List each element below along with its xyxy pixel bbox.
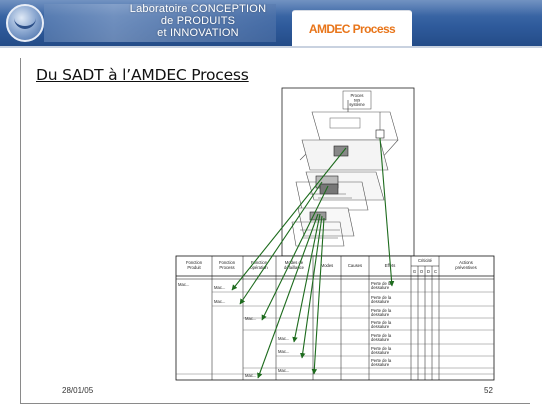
sadt-box-label: Proces — [350, 93, 363, 98]
content-frame — [20, 58, 530, 404]
banner-background-image — [44, 4, 276, 42]
table-header-d: D — [427, 269, 430, 274]
svg-text:dessalure: dessalure — [371, 285, 390, 290]
table-header-modes-defaillance: Modes de — [285, 260, 304, 265]
table-header-c: C — [434, 269, 437, 274]
slide-title: Du SADT à l’AMDEC Process — [36, 66, 249, 84]
slide-date: 28/01/05 — [62, 386, 94, 395]
table-cell: Mac... — [278, 349, 289, 354]
page-number: 52 — [484, 386, 493, 395]
svg-text:préventives: préventives — [455, 265, 476, 270]
lab-name-line3: et INNOVATION — [157, 27, 239, 39]
table-header-fonction-produit: Fonction — [186, 260, 203, 265]
section-tab: AMDEC Process — [292, 10, 412, 46]
svg-text:Perte de la: Perte de la — [371, 295, 392, 300]
table-header-criticite: Criticité — [418, 258, 433, 263]
table-header-g: G — [413, 269, 416, 274]
svg-text:Perte de la: Perte de la — [371, 281, 392, 286]
lab-name: Laboratoire CONCEPTION de PRODUITS et IN… — [98, 3, 298, 39]
header-banner: Laboratoire CONCEPTION de PRODUITS et IN… — [0, 0, 542, 46]
table-header-actions: Actions — [459, 260, 473, 265]
table-cell: Mac... — [278, 336, 289, 341]
svg-text:Perte de la: Perte de la — [371, 308, 392, 313]
amdec-table: Fonction Produit Fonction Process Foncti… — [175, 255, 495, 381]
table-header-fonction-operation: Fonction — [251, 260, 268, 265]
table-header-o: O — [420, 269, 424, 274]
sadt-layer-middle — [295, 145, 385, 211]
table-cell: Mac... — [178, 282, 189, 287]
svg-text:dessalure: dessalure — [371, 312, 390, 317]
svg-text:Perte de la: Perte de la — [371, 320, 392, 325]
svg-text:système: système — [349, 102, 365, 107]
svg-text:dessalure: dessalure — [371, 362, 390, 367]
svg-text:dessalure: dessalure — [371, 337, 390, 342]
table-header-causes: Causes — [348, 263, 362, 268]
section-tab-label: AMDEC Process — [308, 22, 396, 36]
lab-name-line1: Laboratoire CONCEPTION — [129, 3, 267, 15]
lab-logo-icon — [6, 4, 44, 42]
svg-text:défaillance: défaillance — [284, 265, 305, 270]
table-cell: Mac... — [214, 285, 225, 290]
lab-name-line2: de PRODUITS — [160, 15, 236, 27]
table-cell: Mac... — [245, 316, 256, 321]
table-header-fonction-process: Fonction — [219, 260, 236, 265]
table-cell: Mac... — [245, 373, 256, 378]
svg-text:dessalure: dessalure — [371, 324, 390, 329]
svg-text:Process: Process — [219, 265, 234, 270]
svg-text:dessalure: dessalure — [371, 350, 390, 355]
svg-text:Perte de la: Perte de la — [371, 346, 392, 351]
svg-text:opération: opération — [250, 265, 268, 270]
table-cell: Mac... — [278, 368, 289, 373]
svg-text:Perte de la: Perte de la — [371, 333, 392, 338]
svg-text:sus: sus — [354, 98, 361, 103]
table-cell: Mac... — [214, 299, 225, 304]
svg-text:Produit: Produit — [187, 265, 201, 270]
table-header-modes: Modes — [321, 263, 334, 268]
banner-divider — [0, 46, 542, 48]
mapping-arrows — [231, 137, 395, 379]
svg-text:Perte de la: Perte de la — [371, 358, 392, 363]
svg-text:dessalure: dessalure — [371, 299, 390, 304]
